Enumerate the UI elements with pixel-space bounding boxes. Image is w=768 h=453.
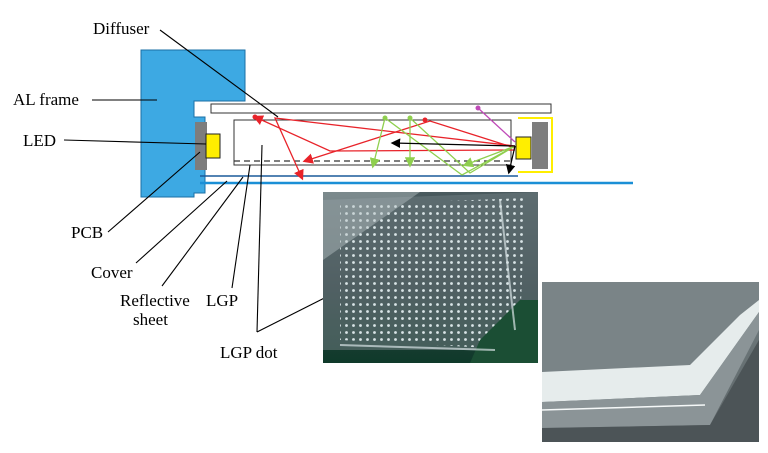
label-pcb: PCB: [71, 223, 103, 242]
al-frame: [140, 49, 246, 198]
label-cover: Cover: [91, 263, 133, 282]
right-bracket: [518, 117, 553, 173]
photo-lgp-dots: [323, 192, 538, 363]
green-rays: [369, 116, 516, 176]
label-reflective-line2: sheet: [133, 310, 168, 329]
led-right: [515, 136, 532, 160]
green-ray-dot: [407, 115, 413, 121]
diffuser-sheet: [210, 103, 552, 114]
label-reflective-line1: Reflective: [120, 291, 190, 310]
label-diffuser: Diffuser: [93, 19, 150, 38]
label-lgp-dot: LGP dot: [220, 343, 278, 362]
label-al-frame: AL frame: [13, 90, 79, 109]
green-ray-dot: [382, 115, 388, 121]
red-rays: [252, 115, 516, 181]
led-left: [205, 133, 221, 159]
pcb-left: [195, 122, 207, 170]
leader-lines: [63, 29, 371, 333]
label-led: LED: [23, 131, 56, 150]
magenta-ray: [477, 107, 516, 143]
red-ray-dot: [422, 117, 428, 123]
black-rays: [390, 138, 516, 175]
pcb-right: [532, 122, 548, 169]
photo-lgp-edge: [541, 282, 759, 442]
magenta-ray-dot: [475, 105, 481, 111]
label-lgp: LGP: [206, 291, 238, 310]
red-ray-dot: [252, 114, 258, 120]
